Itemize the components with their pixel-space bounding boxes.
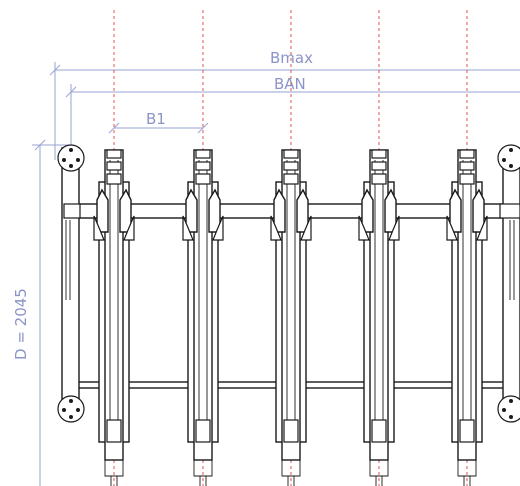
depth-dimension: D = 2045 [12,139,70,486]
depth-label: D = 2045 [12,288,30,360]
bike-slot-5 [446,149,488,486]
ban-label: BAN [274,75,306,93]
bike-slot-4 [358,149,400,486]
end-post-right [497,144,520,423]
bike-slot-3 [270,149,312,486]
ban-dimension: BAN [65,75,520,160]
end-post-left [57,144,85,423]
bmax-label: Bmax [270,49,313,67]
b1-label: B1 [146,110,166,128]
bike-slot-1 [93,149,135,486]
bike-slot-2 [182,149,224,486]
b1-dimension: B1 [108,110,209,134]
bmax-dimension: Bmax [49,49,520,160]
